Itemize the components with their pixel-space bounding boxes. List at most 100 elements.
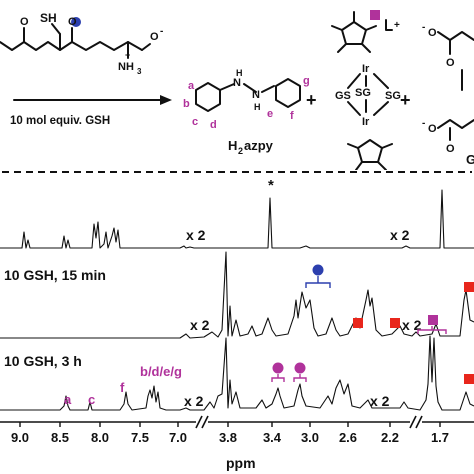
x-tick-label: 2.2 <box>381 430 399 445</box>
hydrazine-bond-3 <box>261 85 275 93</box>
trace-2-thiol-bracket <box>305 276 331 288</box>
trace-2-scale-2: x 2 <box>402 317 422 333</box>
cp-methyl-bottom-2 <box>381 143 393 149</box>
x-tick-label: 7.5 <box>131 430 149 445</box>
x-tick-label: 7.0 <box>169 430 187 445</box>
ir-s-bond-1 <box>347 73 361 89</box>
gssg-oxygen-top-2: O <box>446 57 455 69</box>
trace-3-magenta-circle-1 <box>272 362 284 374</box>
x-tick-label: 8.0 <box>91 430 109 445</box>
ammonium-label: NH <box>118 61 134 73</box>
product-label-subscript: 2 <box>238 146 243 156</box>
x-tick-label: 3.0 <box>301 430 319 445</box>
trace-1-scale-1: x 2 <box>186 227 206 243</box>
proton-label-e: e <box>267 108 273 120</box>
trace-3-red-square <box>464 374 474 384</box>
iridium-top: Ir <box>362 63 370 75</box>
cp-ring-bottom <box>357 139 383 163</box>
x-tick-label: 8.5 <box>51 430 69 445</box>
bridging-thiolate-1: GS <box>335 90 351 102</box>
x-tick-label: 1.7 <box>431 430 449 445</box>
x-axis-label: ppm <box>226 455 256 471</box>
cp-methyl-top-4 <box>337 43 347 53</box>
solvent-star: * <box>268 177 274 194</box>
trace-2-red-square-2 <box>390 318 400 328</box>
axis-break-left <box>195 414 209 430</box>
gssg-oxygen-top: O <box>428 27 437 39</box>
trace-3-bracket-2 <box>293 374 307 382</box>
gsh-oxygen-3: O <box>150 31 159 43</box>
proton-label-a: a <box>188 80 195 92</box>
x-tick-label: 3.8 <box>219 430 237 445</box>
trace-2-magenta-bracket <box>417 326 447 334</box>
trace-2-red-square-3 <box>464 282 474 292</box>
cp-methyl-top-2 <box>365 25 377 31</box>
trace-3-magenta-circle-2 <box>294 362 306 374</box>
x-tick-label: 2.6 <box>339 430 357 445</box>
thiol-label: SH <box>40 11 57 25</box>
x-tick-label: 3.4 <box>263 430 282 445</box>
cp-methyl-top-5 <box>331 25 343 31</box>
hydrazine-bond-1 <box>219 83 235 91</box>
trace-1-scale-2: x 2 <box>390 227 410 243</box>
trace-2-thiol-marker <box>312 264 324 276</box>
phenyl-ring <box>275 78 301 108</box>
gssg-charge-top: - <box>422 22 425 33</box>
product-label-h: H <box>228 138 237 153</box>
gssg-oxygen-bottom-2: O <box>446 143 455 155</box>
complex-marker-square <box>370 10 380 20</box>
cp-ring-top <box>341 21 367 45</box>
gsh-backbone <box>0 41 143 51</box>
trace-2-label: 10 GSH, 15 min <box>4 267 106 283</box>
gsh-carboxylate-charge: - <box>160 26 163 37</box>
bridging-thiolate-2: SG <box>355 87 371 99</box>
proton-label-d: d <box>210 119 217 131</box>
trace-3-label: 10 GSH, 3 h <box>4 353 82 369</box>
ir-s-bond-3 <box>347 101 361 116</box>
thiol-marker-circle <box>71 17 81 27</box>
product-label-rest: azpy <box>244 138 274 153</box>
gsh-oxygen-2: O <box>68 16 77 28</box>
gssg-oxygen-bottom: O <box>428 123 437 135</box>
bridging-thiolate-3: SG <box>385 90 401 102</box>
complex-bracket <box>385 19 393 31</box>
gsh-oxygen-1: O <box>20 16 29 28</box>
trace-3-scale-1: x 2 <box>184 393 204 409</box>
gssg-top-chain <box>437 31 474 41</box>
x-axis-ticks: 9.0 8.5 8.0 7.5 7.0 3.8 3.4 3.0 2.6 2.2 1.7 <box>11 422 449 445</box>
peak-label-c: c <box>88 392 95 407</box>
cp-methyl-bottom-1 <box>347 143 359 149</box>
nitrogen-1: N <box>233 77 241 89</box>
ir-s-bond-2 <box>373 73 389 89</box>
reaction-scheme: SH O O O - NH 3 + 10 mol equiv. GSH N N … <box>0 10 474 170</box>
trace-3-scale-2: x 2 <box>370 393 390 409</box>
peak-label-bdeg: b/d/e/g <box>140 364 182 379</box>
plus-sign-1: + <box>306 90 317 110</box>
partial-product-label: G <box>466 152 474 167</box>
gssg-bottom-chain <box>437 119 474 129</box>
peak-label-a: a <box>64 392 72 407</box>
trace-3-bracket-1 <box>271 374 285 382</box>
trace-2-red-square-1 <box>353 318 363 328</box>
peak-label-f: f <box>120 380 125 395</box>
ammonium-charge: + <box>125 50 130 60</box>
arrow-label: 10 mol equiv. GSH <box>10 115 110 127</box>
ir-s-bond-4 <box>373 101 389 116</box>
cp-methyl-bottom-3 <box>355 161 363 170</box>
proton-label-b: b <box>183 98 190 110</box>
pyridine-ring <box>195 82 221 112</box>
trace-ligand <box>0 189 474 249</box>
axis-break-right <box>409 414 423 430</box>
trace-15min <box>0 251 474 339</box>
gssg-charge-bottom: - <box>422 118 425 129</box>
gsh-ch2s-bond <box>51 23 61 35</box>
proton-label-g: g <box>303 75 310 87</box>
trace-2-magenta-square <box>428 315 438 325</box>
cp-methyl-bottom-4 <box>377 161 387 170</box>
iridium-bottom: Ir <box>362 116 370 128</box>
proton-label-f: f <box>290 110 294 122</box>
proton-label-c: c <box>192 116 198 128</box>
x-tick-label: 9.0 <box>11 430 29 445</box>
